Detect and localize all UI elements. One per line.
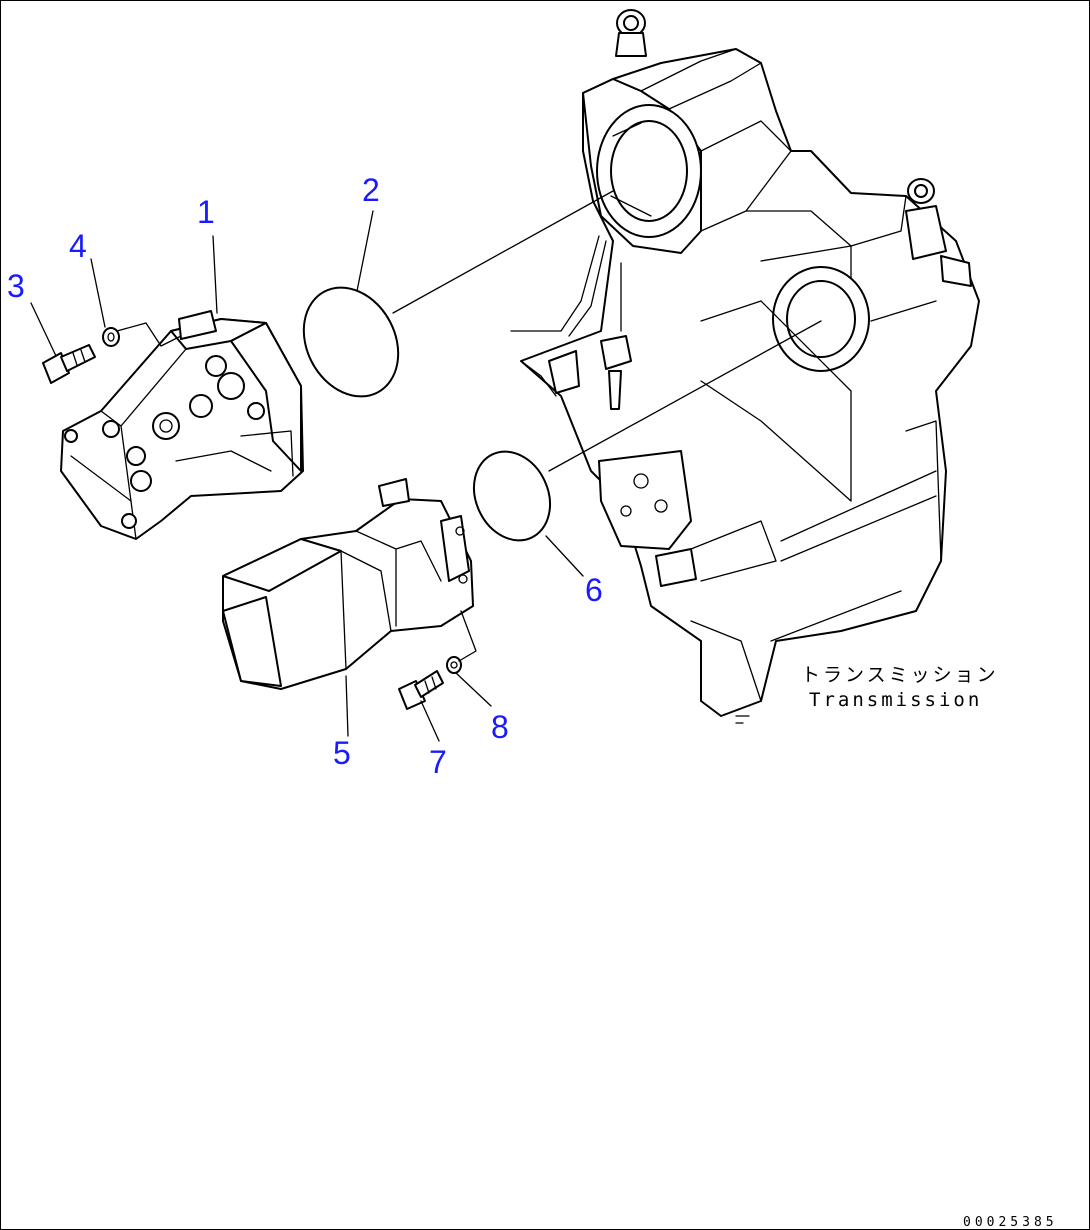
leader-1 — [212, 235, 218, 314]
leader-6 — [545, 535, 584, 577]
callout-5: 5 — [333, 735, 351, 771]
leader-5 — [345, 675, 349, 737]
transmission-label-en: Transmission — [809, 689, 982, 711]
leader-lines — [30, 190, 822, 742]
document-code: 00025385 — [963, 1215, 1058, 1230]
guide-line-washer-4 — [116, 322, 182, 347]
transmission-label-jp: トランスミッション — [801, 664, 999, 686]
transmission-label: トランスミッション Transmission — [801, 664, 999, 711]
leader-2 — [356, 210, 374, 292]
callout-3: 3 — [7, 268, 25, 304]
callout-7: 7 — [429, 744, 447, 780]
guide-line-washer-8 — [458, 610, 477, 662]
transmission-housing — [510, 9, 980, 724]
callout-1: 1 — [197, 194, 215, 230]
guide-line-o-ring-2 — [392, 190, 614, 314]
callout-4: 4 — [69, 228, 87, 264]
callout-6: 6 — [585, 572, 603, 608]
callout-2: 2 — [362, 172, 380, 208]
part-5-pump — [222, 478, 474, 690]
eye-bolt-top — [615, 9, 647, 57]
leader-7 — [420, 700, 440, 742]
part-2-o-ring — [302, 286, 400, 398]
leader-4 — [90, 258, 106, 328]
part-3-bolt — [42, 344, 96, 384]
eye-bolt-right — [905, 178, 972, 287]
part-6-o-ring — [473, 450, 551, 542]
leader-3 — [30, 302, 57, 357]
callout-numbers: 1 2 3 4 5 6 7 8 — [7, 172, 603, 780]
part-7-bolt — [398, 670, 444, 710]
leader-8 — [455, 672, 492, 707]
part-1-valve-block — [60, 310, 304, 540]
guide-line-o-ring-6 — [548, 320, 822, 472]
callout-8: 8 — [491, 709, 509, 745]
part-4-washer — [102, 327, 120, 347]
part-8-washer — [446, 656, 462, 674]
